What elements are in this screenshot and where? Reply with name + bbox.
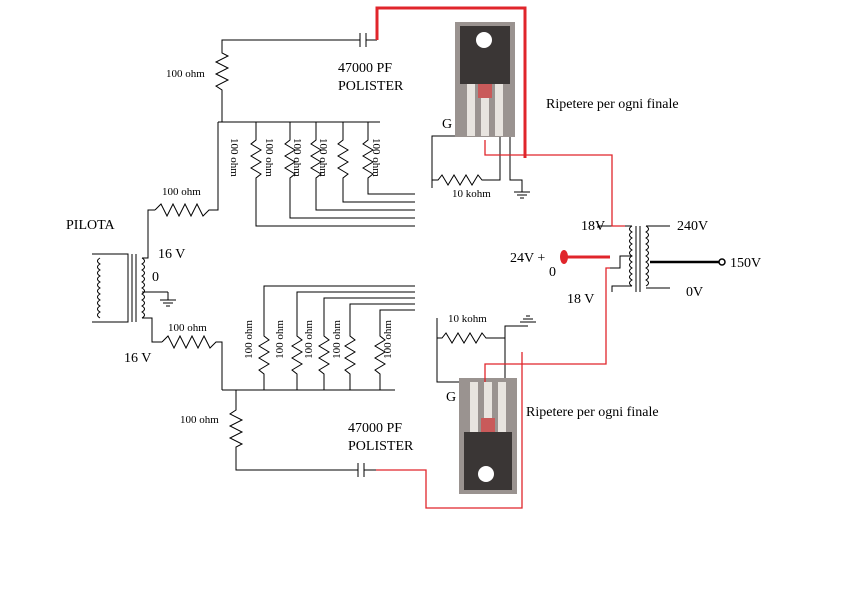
bottom-power-transistor (459, 378, 517, 494)
gate-res-bottom-1: 100 ohm (243, 320, 255, 359)
supply-wiring (375, 6, 625, 509)
v18-bottom-label: 18 V (567, 292, 594, 307)
bottom-gate-network (161, 285, 536, 477)
r10k-bottom-label: 10 kohm (448, 313, 487, 325)
v16-top-label: 16 V (158, 247, 185, 262)
r10k-top-label: 10 kohm (452, 188, 491, 200)
gate-res-top-1: 100 ohm (228, 138, 240, 177)
cap-bottom-value-label: 47000 PF (348, 421, 402, 436)
v150-label: 150V (730, 256, 761, 271)
v16-bottom-label: 16 V (124, 351, 151, 366)
gate-res-bottom-3: 100 ohm (303, 320, 315, 359)
pilota-label: PILOTA (66, 218, 116, 233)
r100-top-label: 100 ohm (166, 68, 205, 80)
labels: PILOTA 16 V 0 16 V 100 ohm 100 ohm 100 o… (66, 61, 761, 454)
top-power-transistor (455, 22, 515, 137)
top-gate-network (154, 33, 530, 227)
cap-top-value-label: 47000 PF (338, 61, 392, 76)
r100-mid-top-label: 100 ohm (162, 186, 201, 198)
gate-res-bottom-2: 100 ohm (274, 320, 286, 359)
v240-label: 240V (677, 219, 708, 234)
repeat-top-label: Ripetere per ogni finale (546, 97, 679, 112)
driver-transformer (92, 209, 176, 343)
repeat-bottom-label: Ripetere per ogni finale (526, 405, 659, 420)
g-top-label: G (442, 117, 452, 132)
r100-mid-bottom-label: 100 ohm (168, 322, 207, 334)
gate-res-bottom-4: 100 ohm (331, 320, 343, 359)
v18-top-label: 18V (581, 219, 605, 234)
gate-res-top-5: 100 ohm (370, 138, 382, 177)
gate-res-bottom-5: 100 ohm (382, 320, 394, 359)
gate-res-top-3: 100 ohm (291, 138, 303, 177)
cap-bottom-type-label: POLISTER (348, 439, 414, 454)
zero-right-label: 0 (549, 265, 556, 280)
output-transformer (597, 225, 726, 292)
cap-top-type-label: POLISTER (338, 79, 404, 94)
gate-res-top-2: 100 ohm (263, 138, 275, 177)
v24-label: 24V + (510, 251, 545, 266)
g-bottom-label: G (446, 390, 456, 405)
gate-res-top-4: 100 ohm (317, 138, 329, 177)
r100-bottom-label: 100 ohm (180, 414, 219, 426)
v0-label: 0V (686, 285, 703, 300)
zero-left-label: 0 (152, 270, 159, 285)
